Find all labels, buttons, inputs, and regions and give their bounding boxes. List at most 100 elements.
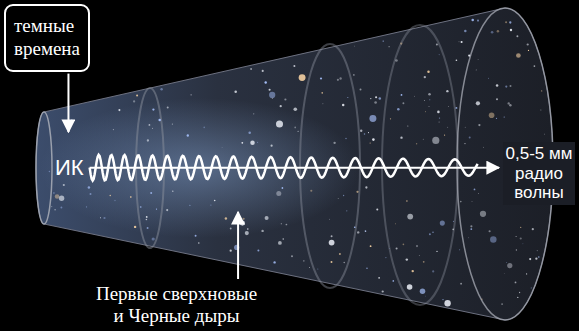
galaxy-dot [160,88,162,90]
galaxy-dot [424,295,426,297]
galaxy-dot [460,201,462,203]
galaxy-dot [459,249,460,250]
galaxy-dot [534,65,536,67]
galaxy-dot [53,192,55,194]
galaxy-dot [496,98,498,100]
band-label-holder: ИК [55,155,84,180]
galaxy-dot [55,194,60,199]
galaxy-dot [273,261,275,263]
galaxy-dot [527,43,529,45]
galaxy-dot [478,192,480,194]
galaxy-dot [439,54,440,55]
galaxy-dot [469,136,471,138]
galaxy-dot [51,206,52,207]
galaxy-dot [477,20,479,22]
galaxy-dot [333,142,335,144]
galaxy-dot [264,81,266,83]
galaxy-dot [241,142,243,144]
galaxy-dot [383,40,384,41]
galaxy-dot [392,280,394,282]
galaxy-dot [456,59,458,61]
galaxy-dot [286,224,288,226]
galaxy-dot [368,132,369,133]
galaxy-dot [54,209,56,211]
galaxy-dot [516,249,517,250]
galaxy-dot [470,225,472,227]
galaxy-dot [507,263,512,268]
galaxy-dot [364,230,366,232]
galaxy-dot [432,270,434,272]
galaxy-dot [291,255,293,257]
galaxy-dot [395,59,398,62]
galaxy-dot [439,121,440,122]
galaxy-dot [407,284,413,290]
galaxy-dot [379,97,382,100]
galaxy-dot [424,76,426,78]
galaxy-dot [158,119,161,122]
galaxy-dot [480,211,486,217]
galaxy-dot [475,69,477,71]
galaxy-dot [439,117,440,118]
galaxy-dot [203,127,205,129]
galaxy-dot [464,30,467,33]
galaxy-dot [49,171,50,172]
galaxy-dot [354,45,356,47]
galaxy-dot [541,90,542,91]
galaxy-dot [71,119,72,120]
leader-arrow [67,74,69,132]
galaxy-dot [403,243,405,245]
galaxy-dot [172,123,173,124]
galaxy-dot [447,126,449,128]
galaxy-dot [156,209,157,210]
galaxy-dot [491,31,494,34]
galaxy-dot [308,267,310,269]
galaxy-dot [504,116,505,117]
galaxy-dot [418,254,420,256]
galaxy-dot [510,29,512,31]
galaxy-dot [321,92,323,94]
galaxy-dot [531,287,532,288]
galaxy-dot [146,216,148,218]
galaxy-dot [103,217,105,219]
galaxy-dot [370,98,371,99]
galaxy-dot [343,262,345,264]
galaxy-dot [320,77,322,79]
galaxy-dot [452,228,454,230]
galaxy-dot [538,256,539,257]
galaxy-dot [519,292,520,293]
galaxy-dot [310,190,312,192]
cone-body [36,8,553,320]
galaxy-dot [257,250,259,252]
galaxy-dot [149,124,151,126]
galaxy-dot [516,53,521,58]
galaxy-dot [428,93,431,96]
galaxy-dot [432,232,433,233]
galaxy-dot [406,200,408,202]
galaxy-dot [520,227,521,228]
galaxy-dot [385,257,386,258]
galaxy-dot [118,109,120,111]
galaxy-dot [282,187,284,189]
galaxy-dot [172,191,173,192]
galaxy-dot [133,100,135,102]
leaders [68,74,499,279]
galaxy-dot [455,107,457,109]
galaxy-dot [245,231,249,235]
galaxy-dot [360,89,362,91]
galaxy-dot [147,139,149,141]
galaxy-dot [516,236,517,237]
galaxy-dot [269,92,275,98]
galaxy-dot [414,95,416,97]
galaxy-dot [365,186,367,188]
galaxy-dot [470,228,472,230]
galaxy-dot [544,133,546,135]
galaxy-dot [134,226,136,228]
galaxy-dot [444,135,445,136]
galaxy-dot [540,109,542,111]
galaxy-dot [444,300,450,306]
galaxy-dot [339,253,341,255]
galaxy-dot [490,236,497,243]
galaxy-dot [152,237,155,240]
galaxy-dot [100,217,101,218]
galaxy-dot [532,228,534,230]
